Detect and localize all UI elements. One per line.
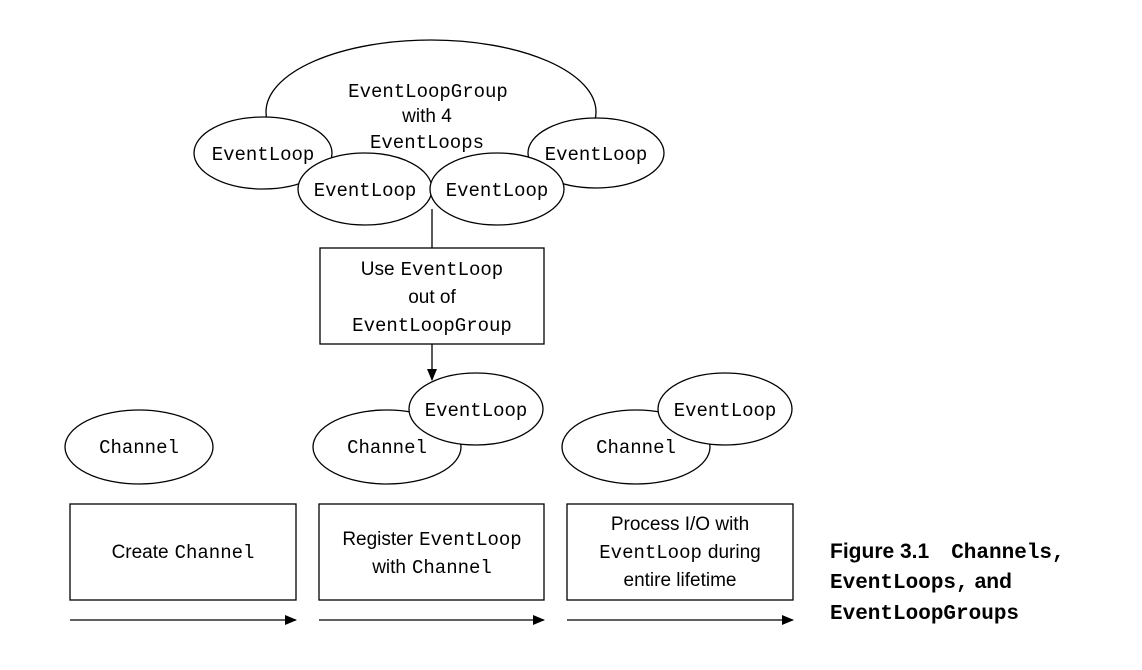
caption-line-2: EventLoops,and [830, 570, 1012, 595]
use-box-line-3: EventLoopGroup [352, 315, 512, 337]
process-line-1: Process I/O with [611, 514, 749, 535]
eventloop-label-stage-2: EventLoop [425, 400, 528, 422]
group-name: EventLoopGroup [348, 81, 508, 103]
eventloop-ellipse-mid-right [429, 152, 565, 226]
process-io-box [566, 503, 794, 601]
group-count-text: EventLoops [370, 132, 484, 154]
eventloop-label-stage-3: EventLoop [674, 400, 777, 422]
use-box-line-2: out of [408, 287, 456, 308]
eventloop-ellipse-right [527, 117, 665, 189]
channel-label-stage-2: Channel [347, 437, 427, 459]
caption-line-3: EventLoopGroups [830, 603, 1019, 626]
eventloop-label-mid-right: EventLoop [446, 180, 549, 202]
process-line-3: entire lifetime [624, 570, 737, 591]
eventloop-label-left: EventLoop [212, 144, 315, 166]
create-channel-box [69, 503, 297, 601]
register-eventloop-box [318, 503, 545, 601]
eventloop-ellipse-stage-3 [657, 372, 793, 446]
channel-label-stage-1: Channel [99, 437, 179, 459]
eventloop-ellipse-left [193, 116, 333, 190]
eventloop-ellipse-stage-2 [408, 372, 544, 446]
group-with-text: with 4 [401, 106, 452, 127]
eventloop-label-right: EventLoop [545, 144, 648, 166]
channel-label-stage-3: Channel [596, 437, 676, 459]
eventloop-label-mid-left: EventLoop [314, 180, 417, 202]
use-eventloop-box [319, 247, 545, 345]
channel-ellipse-stage-1 [64, 409, 214, 485]
